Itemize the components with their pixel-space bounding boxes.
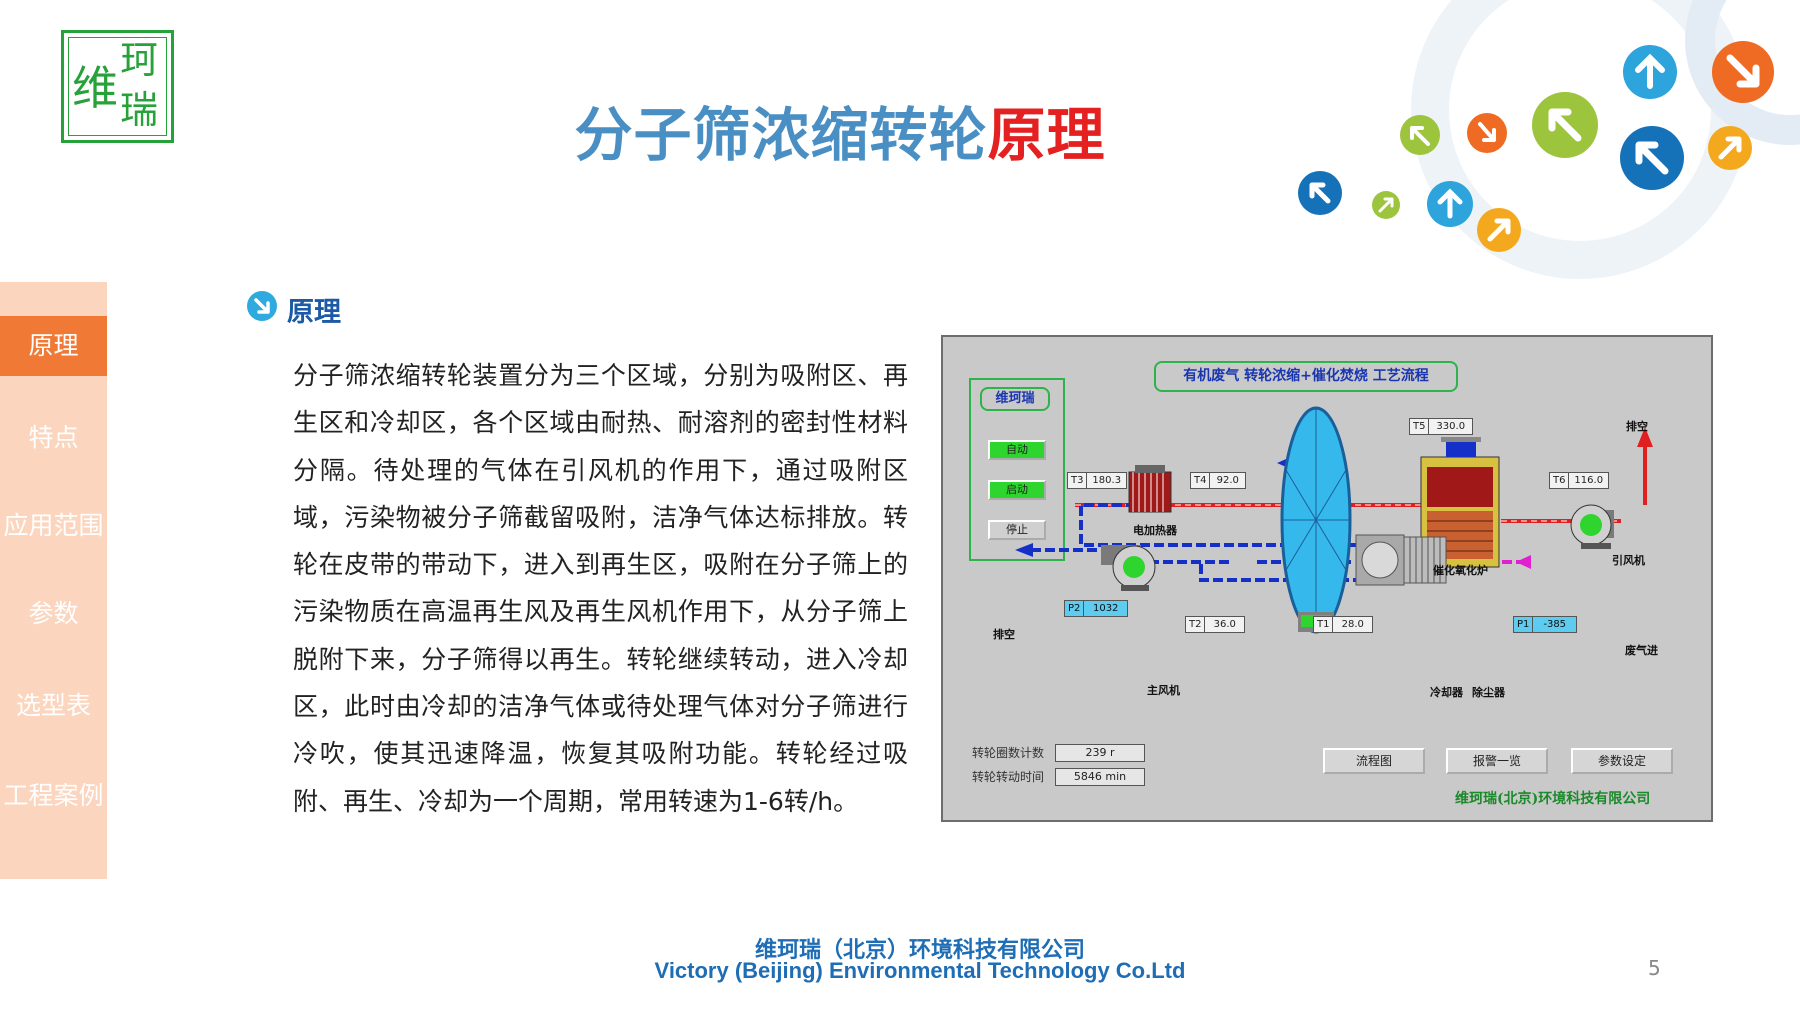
page-title-main: 分子筛浓缩转轮 (574, 101, 988, 169)
run-time-label: 转轮转动时间 (972, 770, 1045, 784)
arrow-icon (1298, 171, 1342, 215)
arrow-icon (1532, 92, 1598, 158)
cooler-dust-remover (1355, 534, 1447, 586)
page-title-accent: 原理 (987, 101, 1106, 169)
parameter-settings-button[interactable]: 参数设定 (1571, 748, 1673, 774)
control-box-label: 维珂瑞 (980, 387, 1050, 411)
sidebar-item-principle[interactable]: 原理 (28, 331, 79, 360)
arrow-icon (1467, 113, 1507, 153)
footer-company-cn: 维珂瑞（北京）环境科技有限公司 (754, 938, 1085, 963)
sidebar-item-applications[interactable]: 应用范围 (3, 511, 104, 540)
sidebar-item-parameters[interactable]: 参数 (28, 599, 79, 628)
label-exhaust-top: 排空 (1626, 420, 1648, 433)
tag-p1: P1-385 (1513, 616, 1577, 633)
arrow-icon (1372, 191, 1400, 219)
run-time-value: 5846 min (1055, 768, 1145, 786)
panel-company-name: 维珂瑞(北京)环境科技有限公司 (1455, 791, 1651, 807)
section-heading: 原理 (287, 297, 341, 328)
auto-button[interactable]: 自动 (988, 440, 1046, 460)
arrow-icon (1708, 126, 1752, 170)
label-induced-fan: 引风机 (1612, 554, 1645, 567)
induced-fan (1570, 504, 1614, 549)
label-catalytic-furnace: 催化氧化炉 (1433, 564, 1488, 577)
sidebar-item-features[interactable]: 特点 (28, 423, 79, 452)
section-arrow-icon (247, 291, 277, 321)
logo-char-2: 珂 (120, 38, 159, 82)
exhaust-left-arrow (1015, 543, 1033, 557)
sidebar (0, 282, 107, 879)
logo-char-1: 维 (72, 61, 118, 115)
sidebar-item-selection[interactable]: 选型表 (15, 691, 91, 720)
rev-count-value: 239 r (1055, 744, 1145, 762)
arrow-icon (1712, 41, 1774, 103)
arrow-icon (1400, 115, 1440, 155)
stop-button[interactable]: 停止 (988, 520, 1046, 540)
sidebar-item-cases[interactable]: 工程案例 (3, 781, 104, 810)
page-number: 5 (1648, 956, 1661, 980)
process-panel-title: 有机废气 转轮浓缩+催化焚烧 工艺流程 (1154, 361, 1458, 392)
concentrator-wheel (1280, 406, 1352, 634)
exhaust-up-arrow (1637, 427, 1653, 447)
arrow-icon (1477, 208, 1521, 252)
electric-heater (1128, 465, 1172, 513)
company-logo: 维 珂 瑞 (61, 30, 174, 143)
label-cooler: 冷却器 (1430, 686, 1463, 699)
label-exhaust-left: 排空 (993, 628, 1015, 641)
page-title: 分子筛浓缩转轮原理 (0, 88, 1680, 172)
process-diagram (1015, 406, 1653, 634)
label-dust-remover: 除尘器 (1472, 686, 1505, 699)
waste-gas-arrow (1516, 555, 1531, 569)
arrow-icon (1620, 126, 1684, 190)
principle-description: 分子筛浓缩转轮装置分为三个区域，分别为吸附区、再生区和冷却区，各个区域由耐热、耐… (293, 361, 908, 816)
control-box (969, 378, 1065, 561)
label-waste-gas-in: 废气进 (1625, 644, 1658, 657)
rev-count-label: 转轮圈数计数 (972, 746, 1045, 760)
label-main-fan: 主风机 (1147, 684, 1180, 697)
logo-char-3: 瑞 (120, 88, 159, 132)
start-button[interactable]: 启动 (988, 480, 1046, 500)
arrow-icon (1623, 45, 1677, 99)
arrow-icon (1427, 181, 1473, 227)
sidebar-active-highlight (0, 316, 107, 376)
main-fan (1101, 545, 1156, 591)
decorative-arrow-circles (1298, 0, 1800, 279)
alarm-list-button[interactable]: 报警一览 (1446, 748, 1548, 774)
footer-company-en: Victory (Beijing) Environmental Technolo… (654, 958, 1186, 983)
flow-chart-button[interactable]: 流程图 (1323, 748, 1425, 774)
label-electric-heater: 电加热器 (1133, 524, 1177, 537)
